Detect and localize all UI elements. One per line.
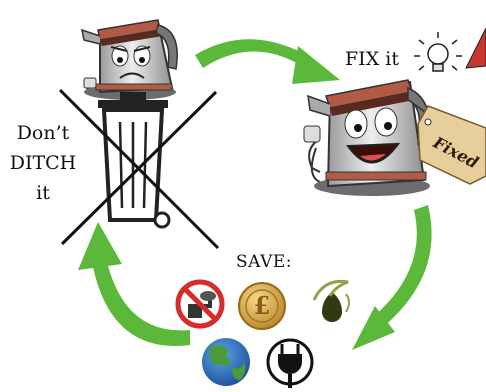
ditch-text: DITCH: [8, 148, 78, 178]
happy-kettle-icon: [304, 80, 430, 196]
lightbulb-icon: [414, 32, 462, 71]
arrow-left: [78, 222, 190, 346]
svg-text:£: £: [254, 291, 271, 320]
globe-icon: [202, 338, 250, 386]
it-text: it: [8, 178, 78, 208]
crossed-out-bin-icon: [60, 90, 218, 248]
oil-drop-icon: [314, 281, 349, 322]
no-co2-icon: [178, 282, 222, 326]
dont-text: Don’t: [8, 118, 78, 148]
pencil-icon: [462, 28, 486, 72]
plug-icon: [268, 340, 312, 388]
save-label: SAVE:: [236, 252, 292, 272]
dont-ditch-label: Don’t DITCH it: [8, 118, 78, 208]
fix-it-label: FIX it: [345, 48, 399, 70]
arrow-top: [195, 39, 340, 84]
sad-kettle-icon: [82, 20, 177, 100]
pound-coin-icon: £: [239, 283, 285, 329]
arrow-right: [352, 205, 432, 350]
